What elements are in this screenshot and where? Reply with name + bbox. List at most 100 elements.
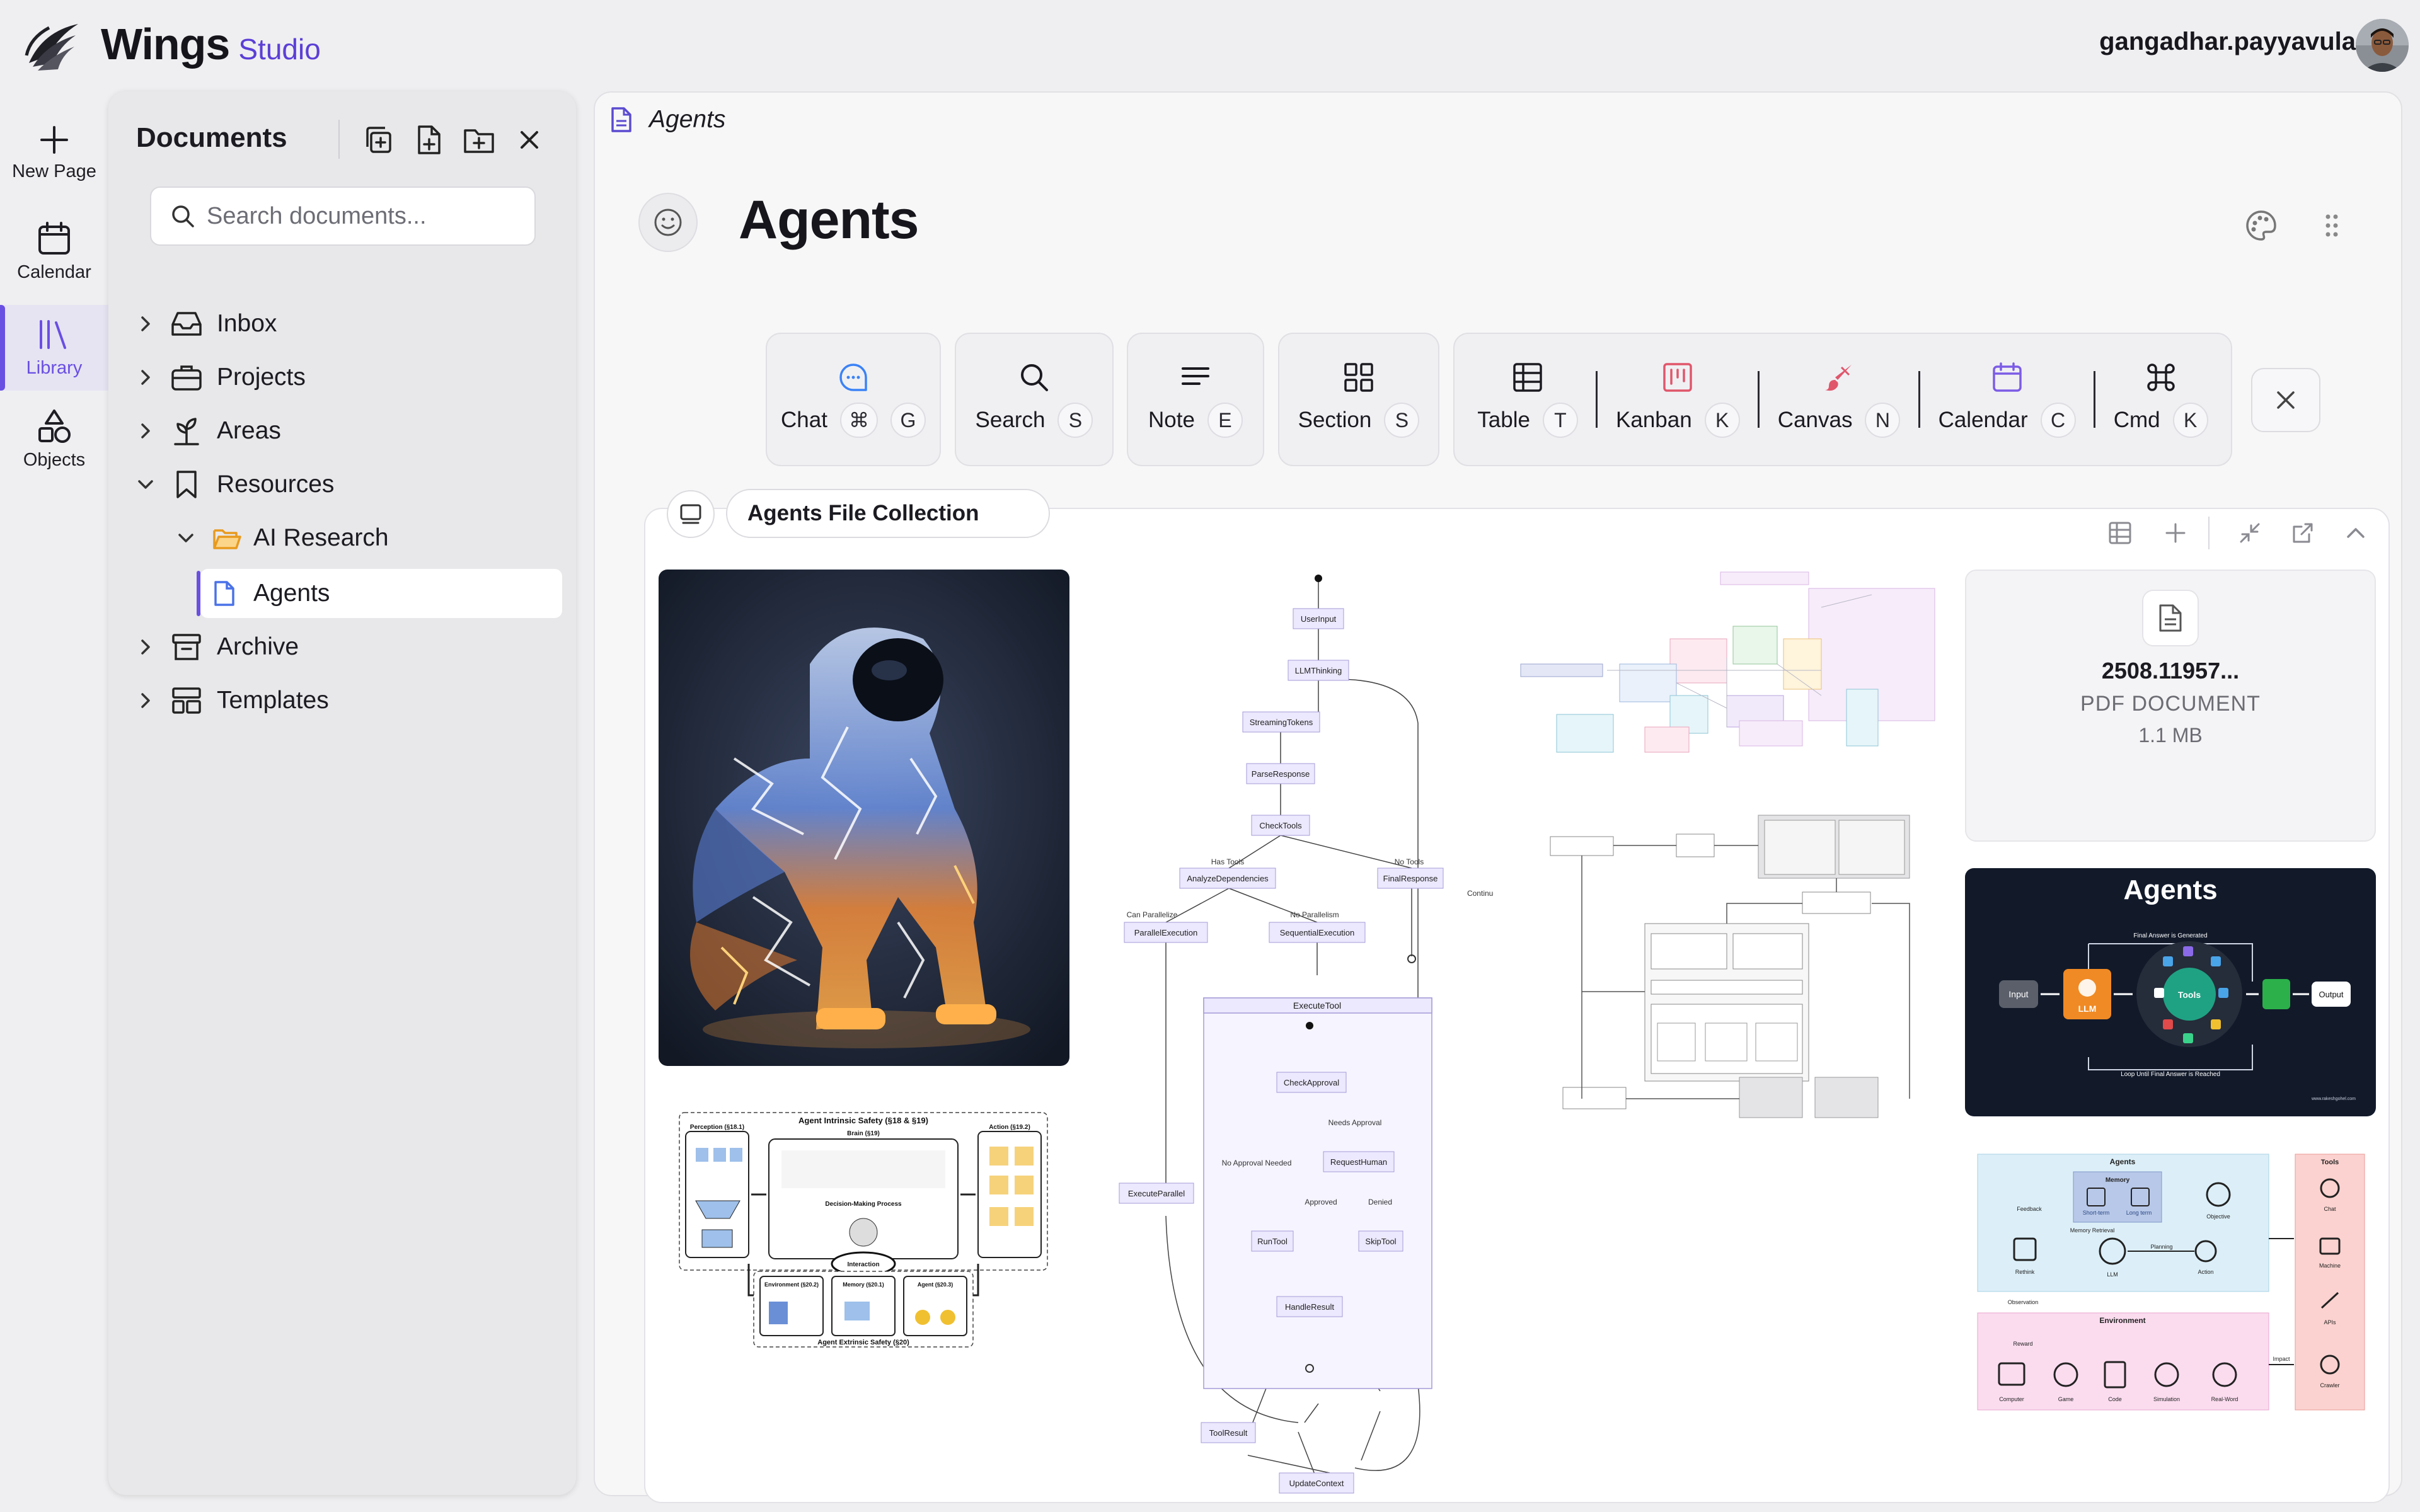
new-document-button[interactable] — [408, 120, 449, 160]
brand: Wings Studio — [101, 19, 321, 69]
note-icon — [1179, 361, 1212, 394]
library-icon — [36, 316, 72, 353]
chat-icon — [837, 361, 870, 394]
collection-type-button[interactable] — [667, 490, 715, 538]
svg-text:Tools: Tools — [2178, 990, 2201, 1000]
quick-action-section[interactable]: Section S — [1278, 333, 1439, 466]
tree-item-templates[interactable]: Templates — [124, 676, 562, 725]
quick-action-chat[interactable]: Chat ⌘ G — [766, 333, 941, 466]
user-name[interactable]: gangadhar.payyavula — [2099, 28, 2356, 55]
new-collection-button[interactable] — [358, 120, 398, 160]
open-external-button[interactable] — [2280, 510, 2325, 556]
documents-panel — [108, 91, 576, 1495]
svg-text:Input: Input — [2008, 989, 2028, 999]
svg-text:Tools: Tools — [2321, 1159, 2339, 1166]
breadcrumb-current[interactable]: Agents — [649, 106, 726, 133]
svg-text:Denied: Denied — [1368, 1198, 1392, 1206]
agents-infographic-tile[interactable]: Agents Final Answer is Generated Loop Un… — [1965, 868, 2376, 1116]
template-icon — [168, 686, 205, 715]
page-title[interactable]: Agents — [739, 190, 919, 250]
tree-item-label: Resources — [217, 471, 335, 498]
chevron-right-icon[interactable] — [124, 421, 168, 440]
flowchart-tile[interactable]: ExecuteTool UserInput LLMThinking Stream… — [1090, 566, 1494, 1498]
plus-icon — [2163, 520, 2188, 546]
svg-text:No Approval Needed: No Approval Needed — [1222, 1159, 1292, 1167]
command-icon — [2145, 361, 2177, 394]
chevron-right-icon[interactable] — [124, 638, 168, 656]
svg-text:SkipTool: SkipTool — [1365, 1237, 1396, 1246]
search-input[interactable] — [207, 202, 534, 230]
note-action[interactable]: Note E — [1128, 334, 1263, 465]
svg-text:Action (§19.2): Action (§19.2) — [989, 1124, 1030, 1131]
calendar-icon — [1991, 361, 2024, 394]
search-action[interactable]: Search S — [956, 334, 1112, 465]
chevron-down-icon[interactable] — [164, 530, 208, 546]
tree-item-archive[interactable]: Archive — [124, 622, 562, 672]
tree-item-areas[interactable]: Areas — [124, 406, 562, 455]
add-file-button[interactable] — [2153, 510, 2198, 556]
quick-action-search[interactable]: Search S — [955, 333, 1114, 466]
avatar[interactable] — [2356, 19, 2409, 72]
shortcut-key: N — [1865, 403, 1901, 438]
svg-text:No Parallelism: No Parallelism — [1290, 910, 1339, 919]
rail-label: Objects — [23, 450, 86, 470]
tree-item-inbox[interactable]: Inbox — [124, 299, 562, 348]
chevron-right-icon[interactable] — [124, 314, 168, 333]
collection-name[interactable]: Agents File Collection — [726, 489, 1050, 538]
svg-text:Agent Intrinsic Safety (§18 &: Agent Intrinsic Safety (§18 & §19) — [798, 1116, 928, 1125]
add-icon-button[interactable] — [638, 193, 698, 252]
file-plus-icon — [413, 124, 444, 156]
selection-indicator — [197, 571, 200, 616]
tree-item-label: AI Research — [253, 524, 389, 551]
chevron-right-icon[interactable] — [124, 691, 168, 710]
svg-text:RunTool: RunTool — [1257, 1237, 1288, 1246]
rail-library[interactable]: Library — [0, 316, 108, 379]
infographic-title: Agents — [2123, 874, 2218, 905]
table-view-button[interactable] — [2097, 510, 2143, 556]
svg-text:Rethink: Rethink — [2015, 1269, 2035, 1275]
theme-button[interactable] — [2236, 200, 2286, 251]
pdf-file-card[interactable]: 2508.11957... PDF DOCUMENT 1.1 MB — [1965, 570, 2376, 842]
action-label: Table — [1477, 408, 1530, 432]
close-panel-button[interactable] — [509, 120, 550, 160]
system-diagram-tile[interactable] — [1519, 570, 1942, 1124]
astronaut-image-tile[interactable] — [659, 570, 1069, 1066]
rail-new-page[interactable]: New Page — [0, 123, 108, 182]
kanban-icon — [1661, 361, 1694, 394]
chevron-right-icon[interactable] — [124, 368, 168, 387]
svg-text:Machine: Machine — [2319, 1263, 2341, 1269]
new-folder-button[interactable] — [459, 120, 499, 160]
tree-item-agents[interactable]: Agents — [200, 569, 562, 618]
tree-item-label: Inbox — [217, 310, 277, 337]
safety-diagram-tile[interactable]: Agent Intrinsic Safety (§18 & §19) Perce… — [674, 1106, 1052, 1352]
agent-architecture-tile[interactable]: Agents Memory Short-term Long term Objec… — [1973, 1150, 2370, 1421]
chat-action[interactable]: Chat ⌘ G — [767, 334, 940, 465]
svg-text:ExecuteTool: ExecuteTool — [1293, 1000, 1341, 1011]
search-documents[interactable] — [150, 186, 536, 246]
tree-item-resources[interactable]: Resources — [124, 460, 562, 509]
drag-handle[interactable] — [2312, 202, 2352, 249]
quick-action-note[interactable]: Note E — [1127, 333, 1264, 466]
grip-icon — [2324, 212, 2340, 239]
svg-text:Brain (§19): Brain (§19) — [847, 1130, 880, 1137]
copy-plus-icon — [362, 124, 394, 156]
collapse-collection-button[interactable] — [2333, 510, 2378, 556]
chevron-up-icon — [2343, 520, 2368, 546]
close-toolbar-button[interactable] — [2251, 368, 2320, 432]
svg-text:Can Parallelize: Can Parallelize — [1127, 910, 1178, 919]
svg-text:LLMThinking: LLMThinking — [1295, 666, 1342, 675]
tree-item-projects[interactable]: Projects — [124, 353, 562, 402]
plant-icon — [168, 416, 205, 445]
svg-text:Code: Code — [2108, 1396, 2122, 1402]
section-action[interactable]: Section S — [1279, 334, 1438, 465]
rail-objects[interactable]: Objects — [0, 408, 108, 471]
chevron-down-icon[interactable] — [124, 476, 168, 493]
tree-item-ai-research[interactable]: AI Research — [164, 513, 562, 563]
collapse-button[interactable] — [2227, 510, 2273, 556]
rail-calendar[interactable]: Calendar — [0, 220, 108, 283]
